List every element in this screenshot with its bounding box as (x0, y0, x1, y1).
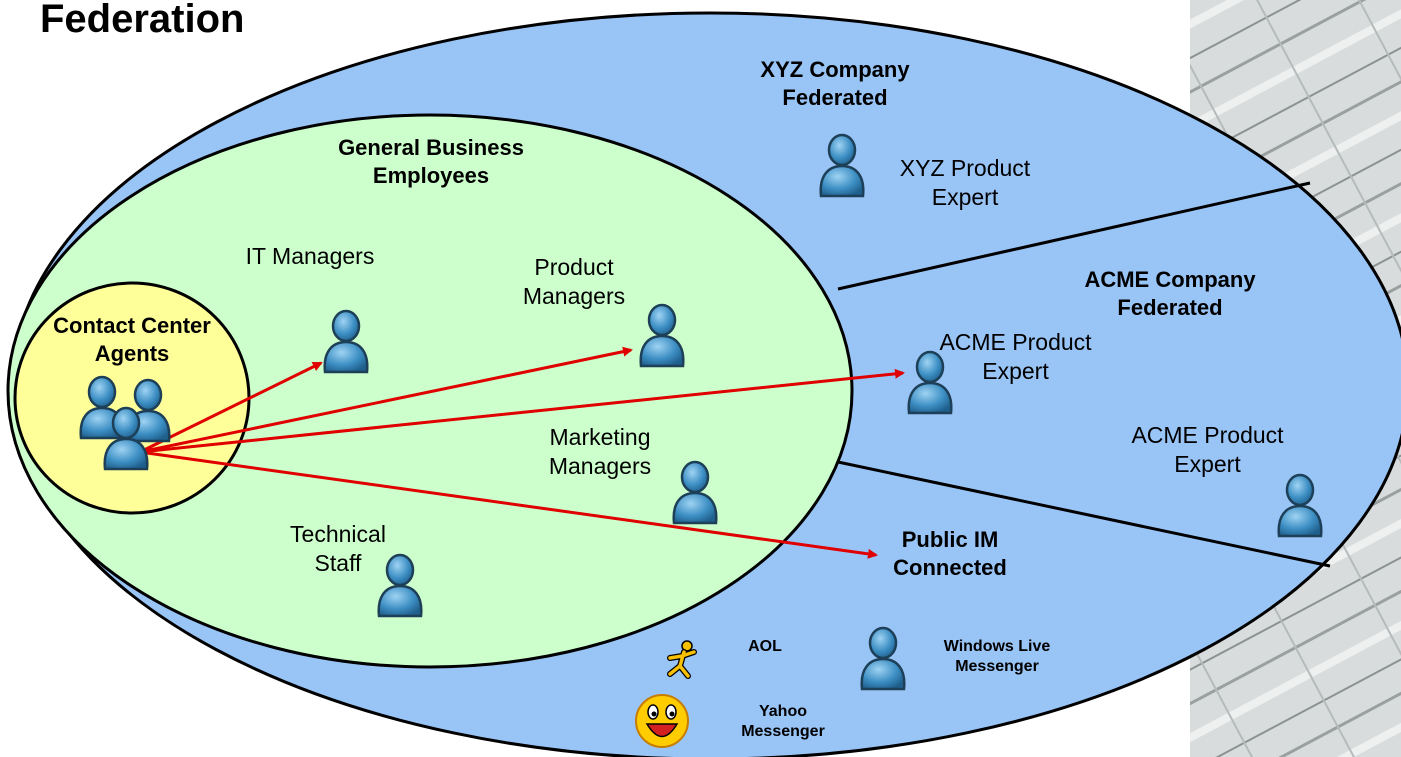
acme-expert-label-1: ACME Product Expert (939, 329, 1092, 384)
arrow-to-acme-expert (139, 368, 905, 454)
yahoo-label: Yahoo Messenger (741, 703, 825, 740)
acme-expert-label-2: ACME Product Expert (1131, 422, 1284, 477)
general-business-label: General Business Employees (338, 135, 524, 188)
divider-acme-public (837, 460, 1331, 568)
acme-region-label: ACME Company Federated (1084, 267, 1256, 320)
aol-label: AOL (748, 638, 782, 655)
xyz-expert-label: XYZ Product Expert (899, 155, 1031, 210)
product-managers-label: Product Managers (522, 254, 626, 309)
windows-live-label: Windows Live Messenger (943, 638, 1051, 675)
marketing-managers-label: Marketing Managers (548, 424, 652, 479)
public-im-region-label: Public IM Connected (893, 527, 1007, 580)
technical-staff-label: Technical Staff (290, 521, 386, 576)
page-title: Federation (40, 0, 245, 41)
arrow-to-product-managers (139, 346, 633, 454)
arrow-to-public-im (139, 450, 878, 559)
contact-center-label: Contact Center Agents (53, 313, 211, 366)
it-managers-label: IT Managers (245, 243, 375, 269)
aol-icon (667, 640, 697, 679)
divider-xyz-acme (837, 181, 1311, 291)
yahoo-messenger-icon (635, 694, 689, 748)
xyz-region-label: XYZ Company Federated (760, 57, 910, 110)
